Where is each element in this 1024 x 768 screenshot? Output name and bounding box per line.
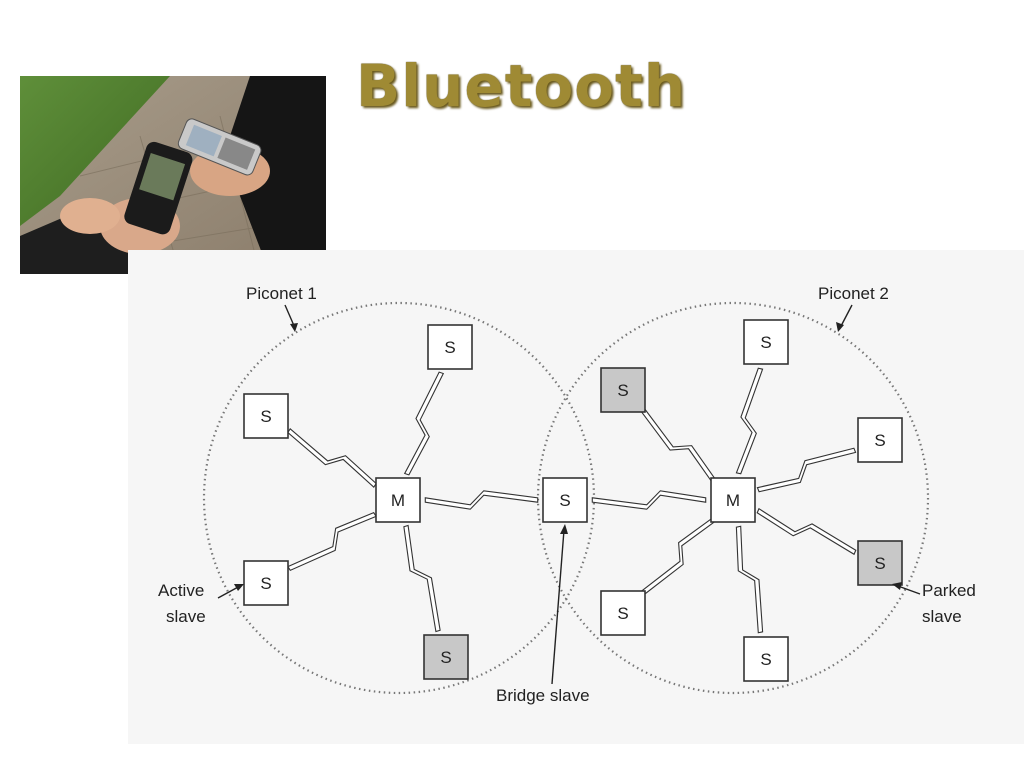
active-slave-label-line2: slave: [166, 607, 206, 626]
parked-slave-arrow: [898, 586, 920, 594]
node-label-p1-s-top: S: [444, 338, 455, 357]
node-label-p2-s-parked: S: [874, 554, 885, 573]
node-p2-s-right: S: [858, 418, 902, 462]
parked-slave-label-line1: Parked: [922, 581, 976, 600]
node-label-p2-master: M: [726, 491, 740, 510]
node-p2-s-lowerleft: S: [601, 591, 645, 635]
node-p2-s-topleft: S: [601, 368, 645, 412]
parked-slave-label-line2: slave: [922, 607, 962, 626]
node-p1-s-top: S: [428, 325, 472, 369]
node-label-p2-s-top: S: [760, 333, 771, 352]
node-p1-master: M: [376, 478, 420, 522]
active-slave-label-line1: Active: [158, 581, 204, 600]
radio-link-6: [736, 368, 762, 473]
radio-link-9: [757, 509, 856, 555]
scatternet-svg: M S S S S S M S S S S S S Piconet 1 Piconet 2 Active…: [128, 250, 1024, 744]
node-label-p1-s-upperleft: S: [260, 407, 271, 426]
node-bridge: S: [543, 478, 587, 522]
bridge-slave-label: Bridge slave: [496, 686, 590, 705]
node-label-p2-s-topleft: S: [617, 381, 628, 400]
node-label-p1-master: M: [391, 491, 405, 510]
piconet-1-arrowhead: [290, 323, 298, 332]
node-p1-s-bottom: S: [424, 635, 468, 679]
radio-link-0: [405, 372, 444, 475]
bridge-slave-arrow: [552, 530, 564, 684]
radio-link-5: [592, 491, 705, 509]
node-label-p2-s-bottom: S: [760, 650, 771, 669]
slide-title: Bluetooth: [356, 52, 686, 120]
radio-link-10: [640, 518, 715, 595]
network-nodes: M S S S S S M S S S S S S: [244, 320, 902, 681]
radio-link-7: [641, 408, 716, 483]
node-label-bridge: S: [559, 491, 570, 510]
radio-link-4: [425, 491, 537, 509]
node-p2-s-bottom: S: [744, 637, 788, 681]
node-label-p2-s-lowerleft: S: [617, 604, 628, 623]
radio-link-11: [736, 526, 762, 632]
node-p1-s-upperleft: S: [244, 394, 288, 438]
radio-link-3: [404, 525, 440, 631]
radio-link-8: [757, 448, 855, 491]
bluetooth-scatternet-diagram: M S S S S S M S S S S S S Piconet 1 Piconet 2 Active…: [128, 250, 1024, 744]
radio-link-2: [288, 513, 376, 571]
bluetooth-photo: [20, 76, 326, 274]
node-label-p2-s-right: S: [874, 431, 885, 450]
bridge-slave-arrowhead: [560, 524, 568, 534]
phones-photo-illustration: [20, 76, 326, 274]
piconet-1-label: Piconet 1: [246, 284, 317, 303]
node-p2-s-parked: S: [858, 541, 902, 585]
active-slave-arrowhead: [234, 584, 244, 591]
node-label-p1-s-lowerleft: S: [260, 574, 271, 593]
piconet-2-label: Piconet 2: [818, 284, 889, 303]
node-p2-s-top: S: [744, 320, 788, 364]
node-p2-master: M: [711, 478, 755, 522]
node-p1-s-lowerleft: S: [244, 561, 288, 605]
radio-link-1: [288, 429, 376, 487]
node-label-p1-s-bottom: S: [440, 648, 451, 667]
